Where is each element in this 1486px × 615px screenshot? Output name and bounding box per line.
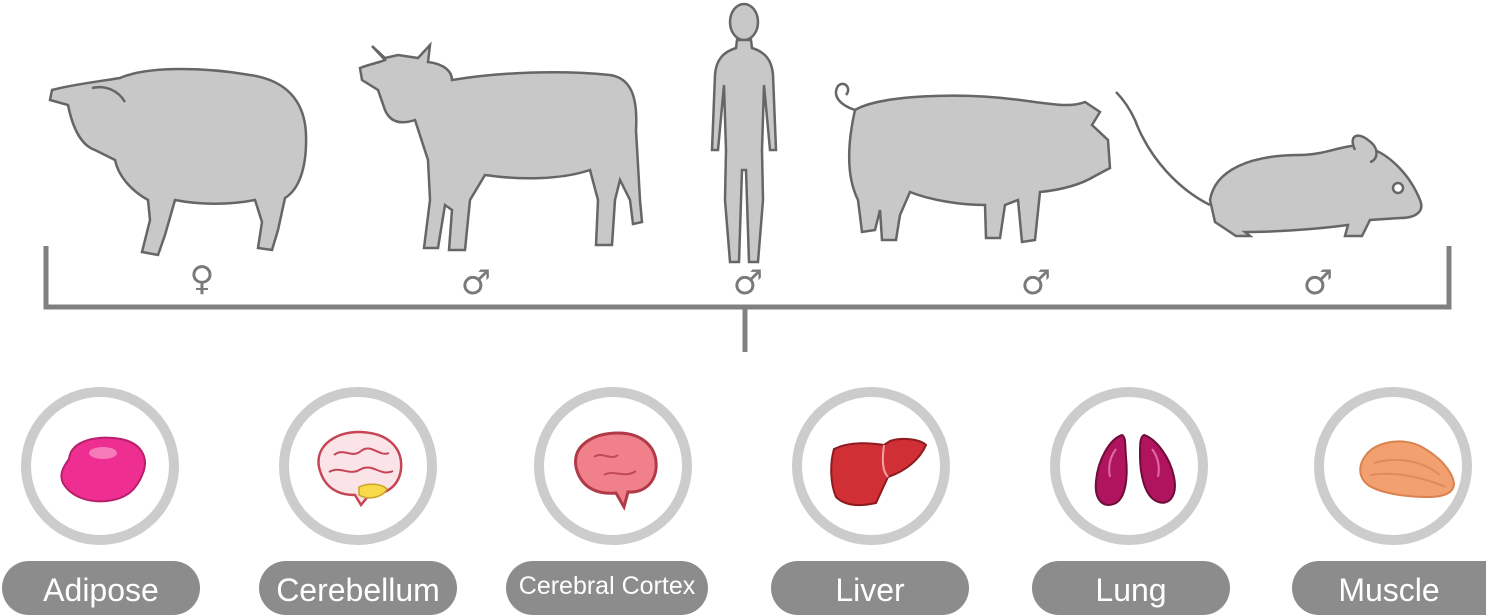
liver-label: Liver xyxy=(771,561,969,615)
muscle-ring xyxy=(1314,387,1472,545)
cerebellum-label: Cerebellum xyxy=(259,561,457,615)
muscle-icon xyxy=(1324,397,1462,535)
lung-label: Lung xyxy=(1032,561,1230,615)
pig-icon xyxy=(836,84,1110,242)
sheep-icon xyxy=(50,69,306,255)
cerebral-cortex-ring xyxy=(534,387,692,545)
lung-icon xyxy=(1060,397,1198,535)
adipose-ring xyxy=(21,387,179,545)
cow-icon xyxy=(360,45,642,250)
liver-icon xyxy=(802,397,940,535)
cerebral-cortex-icon xyxy=(544,397,682,535)
cerebellum-icon xyxy=(289,397,427,535)
adipose-label: Adipose xyxy=(2,561,200,615)
sex-symbol-cow: ♂ xyxy=(446,266,506,300)
sex-symbol-human: ♂ xyxy=(718,266,778,300)
muscle-label: Muscle xyxy=(1292,561,1486,615)
cerebellum-ring xyxy=(279,387,437,545)
human-icon xyxy=(712,4,776,262)
sex-symbol-pig: ♂ xyxy=(1006,266,1066,300)
lung-ring xyxy=(1050,387,1208,545)
sex-symbol-mouse: ♂ xyxy=(1288,266,1348,300)
liver-ring xyxy=(792,387,950,545)
sex-symbol-sheep: ♀ xyxy=(172,262,232,296)
adipose-icon xyxy=(31,397,169,535)
cerebral-cortex-label: Cerebral Cortex xyxy=(506,561,708,615)
mouse-icon xyxy=(1116,92,1421,236)
species-silhouettes xyxy=(0,0,1486,360)
